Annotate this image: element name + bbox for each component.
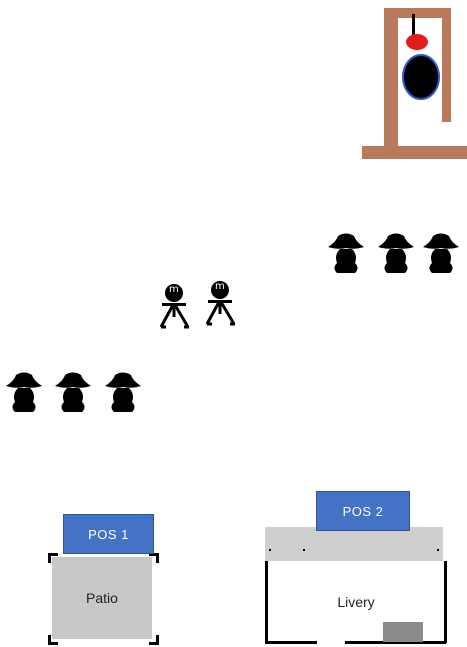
pos-2-label: POS 2: [316, 491, 410, 531]
roof-dot: [437, 549, 439, 551]
pos-1-text: POS 1: [88, 526, 129, 542]
tripod-figure: m: [204, 280, 238, 326]
patio-corner: [149, 553, 159, 563]
livery-wall: [265, 641, 317, 644]
livery-wall: [345, 641, 446, 644]
patio-corner: [149, 635, 159, 645]
patio-corner: [48, 635, 58, 645]
livery-label: Livery: [337, 594, 375, 610]
patio-corner: [48, 553, 58, 563]
livery-roof: [265, 527, 443, 561]
pos-1-label: POS 1: [63, 514, 154, 554]
cowboy-figure: [105, 372, 141, 412]
figure-mark: m: [169, 284, 179, 295]
cowboy-figure: [55, 372, 91, 412]
patio-building: Patio: [52, 557, 152, 639]
tripod-figure: m: [158, 283, 192, 329]
pos-2-text: POS 2: [342, 503, 384, 519]
cowboy-figure: [423, 233, 459, 273]
cowboy-figure: [6, 372, 42, 412]
patio-label: Patio: [86, 590, 118, 606]
gallows-icon: [362, 8, 467, 159]
roof-dot: [303, 549, 305, 551]
cowboy-figure: [328, 233, 364, 273]
cowboy-figure: [378, 233, 414, 273]
figure-mark: m: [215, 281, 225, 292]
roof-dot: [269, 549, 271, 551]
livery-building: Livery: [265, 561, 447, 643]
livery-door: [383, 622, 423, 642]
